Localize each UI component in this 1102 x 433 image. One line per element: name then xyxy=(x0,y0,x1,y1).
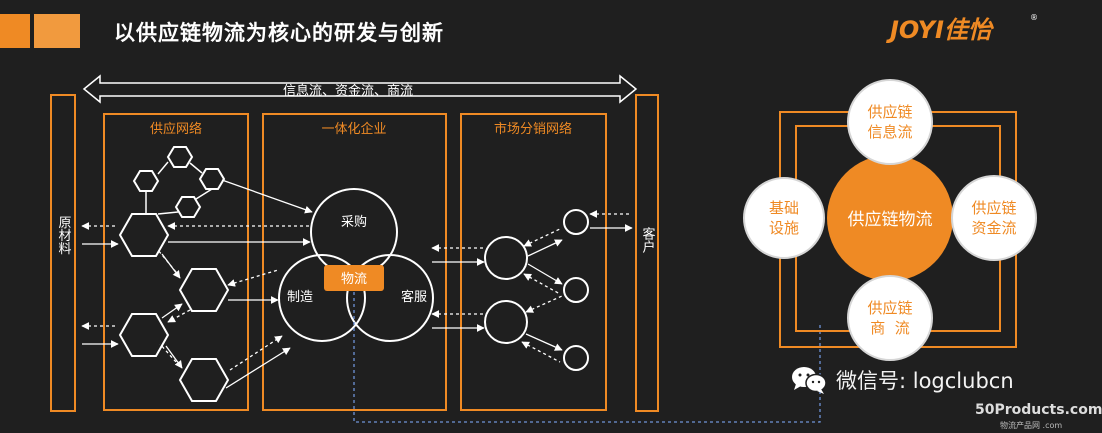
distribution-network-title: 市场分销网络 xyxy=(494,121,572,137)
service-circle xyxy=(346,254,434,342)
supply-hexagon-large xyxy=(178,358,230,402)
raw-material-column: 原材料 xyxy=(50,94,76,412)
hub-node-left-line1: 基础 xyxy=(769,199,799,217)
hub-node-top: 供应链 信息流 xyxy=(847,79,933,165)
raw-material-label: 原材料 xyxy=(56,216,72,255)
logo-text: JOYI佳怡 xyxy=(886,16,995,44)
distributor-node xyxy=(484,236,528,280)
title-accent-block xyxy=(0,14,30,48)
hub-center-label: 供应链物流 xyxy=(848,210,933,230)
info-flow-arrow: 信息流、资金流、商流 xyxy=(82,74,638,104)
hub-node-right: 供应链 资金流 xyxy=(951,175,1037,261)
distribution-arrows xyxy=(431,209,633,371)
info-flow-label: 信息流、资金流、商流 xyxy=(283,83,413,99)
joyi-logo: JOYI佳怡 ® xyxy=(886,13,1038,44)
logistics-badge xyxy=(324,265,384,291)
retailer-node xyxy=(563,345,589,371)
hub-node-right-line2: 资金流 xyxy=(971,219,1016,237)
supply-hexagon-small xyxy=(174,196,202,218)
hub-node-top-line2: 信息流 xyxy=(867,123,912,141)
integrated-enterprise-title: 一体化企业 xyxy=(321,121,386,137)
logo-registered-mark: ® xyxy=(1030,13,1038,22)
hub-node-left-line2: 设施 xyxy=(769,219,799,237)
supply-hexagon-large xyxy=(118,213,170,257)
procurement-circle xyxy=(310,188,398,276)
logistics-connector xyxy=(353,292,821,423)
supply-hexagon-small xyxy=(132,170,160,192)
manufacturing-circle xyxy=(278,254,366,342)
supply-network-arrows xyxy=(81,179,313,389)
hub-node-bottom: 供应链 商 流 xyxy=(847,275,933,361)
retailer-node xyxy=(563,277,589,303)
hub-node-left: 基础 设施 xyxy=(743,177,825,259)
supply-hexagon-small xyxy=(198,168,226,190)
supply-hexagon-large xyxy=(118,313,170,357)
supply-hexagon-large xyxy=(178,268,230,312)
hub-center-circle xyxy=(827,155,953,281)
title-accent-bar xyxy=(34,14,80,48)
distributor-node xyxy=(484,300,528,344)
hub-node-bottom-line2: 商 流 xyxy=(870,319,910,337)
supply-hexagon-cluster xyxy=(118,146,230,402)
wechat-id: 微信号: logclubcn xyxy=(836,369,1014,393)
service-label: 客服 xyxy=(401,289,427,305)
procurement-label: 采购 xyxy=(341,214,367,230)
hub-node-bottom-line1: 供应链 xyxy=(867,299,912,317)
hub-node-top-line1: 供应链 xyxy=(867,103,912,121)
site-watermark: 50Products.com xyxy=(975,402,1102,418)
supply-hexagon-small xyxy=(166,146,194,168)
customer-label: 客户 xyxy=(640,226,656,254)
manufacturing-label: 制造 xyxy=(287,290,313,305)
logistics-label: 物流 xyxy=(341,272,367,287)
supply-network-title: 供应网络 xyxy=(150,121,202,137)
customer-column: 客户 xyxy=(635,94,659,412)
site-watermark-sub: 物流产品网 .com xyxy=(1000,421,1063,430)
supply-network-panel: 供应网络 xyxy=(103,113,249,411)
page-title: 以供应链物流为核心的研发与创新 xyxy=(114,21,444,45)
wechat-icon xyxy=(792,367,827,394)
hub-node-right-line1: 供应链 xyxy=(971,199,1016,217)
wechat-watermark: 微信号: logclubcn xyxy=(790,365,1014,395)
retailer-node xyxy=(563,209,589,235)
